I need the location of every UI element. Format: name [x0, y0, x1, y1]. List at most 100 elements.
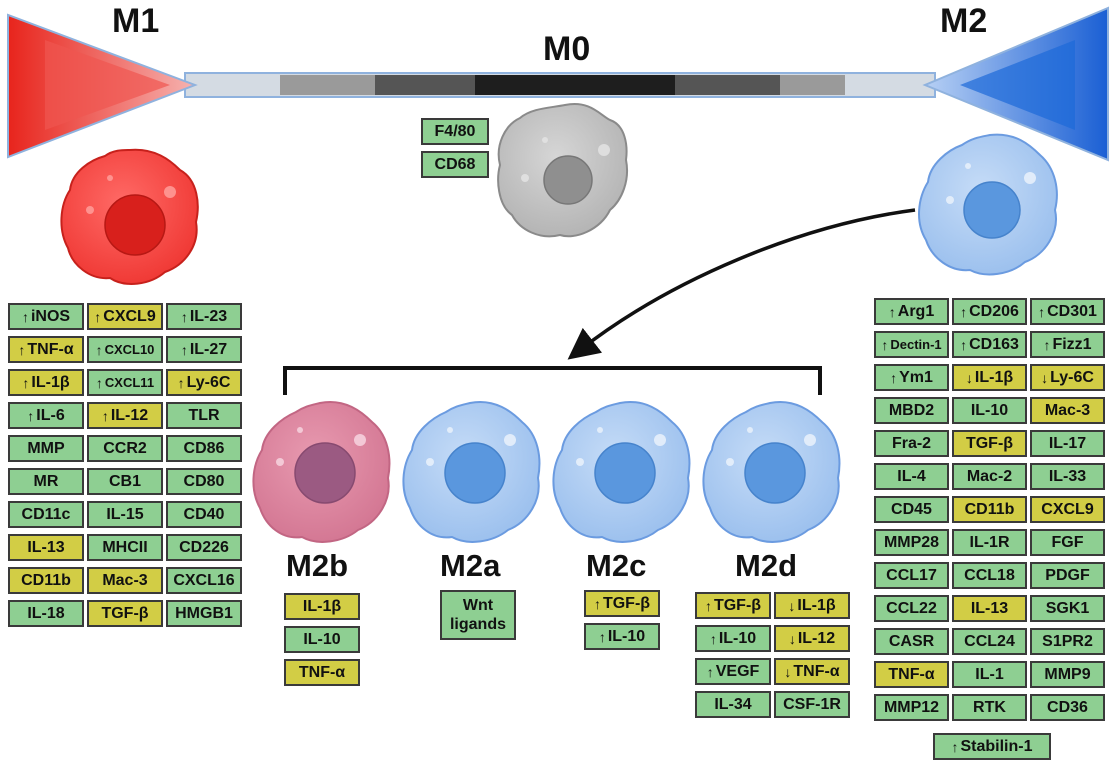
m1-marker-cb1: CB1: [87, 468, 163, 495]
up-arrow-icon: ↑: [95, 341, 103, 358]
m1-marker-cd40: CD40: [166, 501, 242, 528]
m2-marker-ccl22: CCL22: [874, 595, 949, 622]
m1-marker-mac-3: Mac-3: [87, 567, 163, 594]
marker-label: IL-18: [27, 604, 65, 622]
up-arrow-icon: ↑: [1038, 303, 1046, 320]
marker-label: CASR: [888, 632, 935, 650]
up-arrow-icon: ↑: [704, 597, 712, 614]
m1-marker-hmgb1: HMGB1: [166, 600, 242, 627]
m2-marker-grid: ↑Arg1↑CD206↑CD301↑Dectin-1↑CD163↑Fizz1↑Y…: [874, 298, 1105, 721]
marker-label: CD206: [969, 302, 1019, 320]
marker-label: Ym1: [899, 368, 933, 386]
up-arrow-icon: ↑: [95, 374, 103, 391]
m2d-marker-il-10: ↑IL-10: [695, 625, 771, 652]
up-arrow-icon: ↑: [21, 308, 29, 325]
marker-label: IL-10: [718, 629, 757, 647]
m1-marker-inos: ↑iNOS: [8, 303, 84, 330]
m0-marker-f4-80: F4/80: [421, 118, 489, 145]
m1-marker-il-12: ↑IL-12: [87, 402, 163, 429]
marker-label: CD86: [183, 439, 225, 457]
m2-marker-il-1: ↓IL-1β: [952, 364, 1027, 391]
m2-marker-ccl24: CCL24: [952, 628, 1027, 655]
m2d-marker-il-34: IL-34: [695, 691, 771, 718]
m1-marker-cxcl10: ↑CXCL10: [87, 336, 163, 363]
marker-label: CXCL9: [1041, 500, 1094, 518]
marker-label: Dectin-1: [890, 337, 942, 352]
m1-marker-cd86: CD86: [166, 435, 242, 462]
m2-marker-sgk1: SGK1: [1030, 595, 1105, 622]
m2-marker-cd206: ↑CD206: [952, 298, 1027, 325]
m1-marker-il-13: IL-13: [8, 534, 84, 561]
marker-label: IL-17: [1048, 434, 1087, 452]
marker-label: VEGF: [715, 662, 760, 680]
m2-marker-fgf: FGF: [1030, 529, 1105, 556]
m2-marker-il-1: IL-1: [952, 661, 1027, 688]
m2-marker-s1pr2: S1PR2: [1030, 628, 1105, 655]
marker-label: CCL18: [964, 566, 1015, 584]
m1-marker-tgf: TGF-β: [87, 600, 163, 627]
m1-marker-cd226: CD226: [166, 534, 242, 561]
m1-marker-il-15: IL-15: [87, 501, 163, 528]
marker-label: IL-12: [110, 406, 149, 424]
m2-marker-rtk: RTK: [952, 694, 1027, 721]
marker-label: MBD2: [888, 401, 935, 419]
m2-marker-stabilin-1: ↑Stabilin-1: [933, 733, 1051, 760]
m2-marker-il-4: IL-4: [874, 463, 949, 490]
m2c-marker-tgf: ↑TGF-β: [584, 590, 660, 617]
up-arrow-icon: ↑: [101, 407, 109, 424]
marker-label: MMP: [27, 439, 65, 457]
marker-label: IL-34: [714, 695, 752, 713]
m2-marker-cxcl9: CXCL9: [1030, 496, 1105, 523]
marker-label: Wnt: [462, 597, 494, 614]
m1-marker-mr: MR: [8, 468, 84, 495]
marker-label: TNF-α: [793, 662, 840, 680]
m2-marker-cd36: CD36: [1030, 694, 1105, 721]
marker-label: IL-1β: [31, 373, 70, 391]
up-arrow-icon: ↑: [180, 308, 188, 325]
m2b-marker-il-1: IL-1β: [284, 593, 360, 620]
marker-label: CCL24: [964, 632, 1015, 650]
m2-marker-cd301: ↑CD301: [1030, 298, 1105, 325]
up-arrow-icon: ↑: [94, 308, 102, 325]
marker-label: HMGB1: [175, 604, 233, 622]
m1-marker-il-23: ↑IL-23: [166, 303, 242, 330]
marker-label: TLR: [188, 406, 220, 424]
marker-label: CB1: [108, 472, 141, 490]
m2-extra-marker-grid: ↑Stabilin-1: [933, 733, 1051, 760]
marker-label: IL-13: [970, 599, 1009, 617]
m2d-marker-vegf: ↑VEGF: [695, 658, 771, 685]
marker-label: IL-1: [975, 665, 1004, 683]
m1-marker-cd11b: CD11b: [8, 567, 84, 594]
up-arrow-icon: ↑: [709, 630, 717, 647]
marker-label: IL-15: [106, 505, 144, 523]
m0-macrophage-cell: [497, 103, 628, 238]
marker-label: TNF-α: [888, 665, 935, 683]
up-arrow-icon: ↑: [593, 595, 601, 612]
m2-marker-cd45: CD45: [874, 496, 949, 523]
m2-marker-ly-6c: ↓Ly-6C: [1030, 364, 1105, 391]
m2-marker-mac-3: Mac-3: [1030, 397, 1105, 424]
m2c-marker-il-10: ↑IL-10: [584, 623, 660, 650]
m2-marker-mbd2: MBD2: [874, 397, 949, 424]
marker-label: iNOS: [30, 307, 71, 325]
m2d-macrophage-cell: [702, 400, 841, 543]
m1-marker-cxcl9: ↑CXCL9: [87, 303, 163, 330]
m2-marker-mmp9: MMP9: [1030, 661, 1105, 688]
up-arrow-icon: ↑: [177, 374, 185, 391]
marker-label: CD301: [1047, 302, 1097, 320]
marker-label: IL-1β: [974, 368, 1014, 386]
marker-label: CCR2: [103, 439, 147, 457]
m2d-label: M2d: [735, 548, 797, 583]
marker-label: Fizz1: [1052, 335, 1092, 353]
m1-marker-cxcl11: ↑CXCL11: [87, 369, 163, 396]
marker-label: CXCL10: [104, 342, 155, 357]
up-arrow-icon: ↑: [18, 341, 26, 358]
m2d-marker-tnf: ↓TNF-α: [774, 658, 850, 685]
m2-marker-cd11b: CD11b: [952, 496, 1027, 523]
marker-label: CD80: [183, 472, 225, 490]
m1-marker-cd11c: CD11c: [8, 501, 84, 528]
m2-marker-mac-2: Mac-2: [952, 463, 1027, 490]
